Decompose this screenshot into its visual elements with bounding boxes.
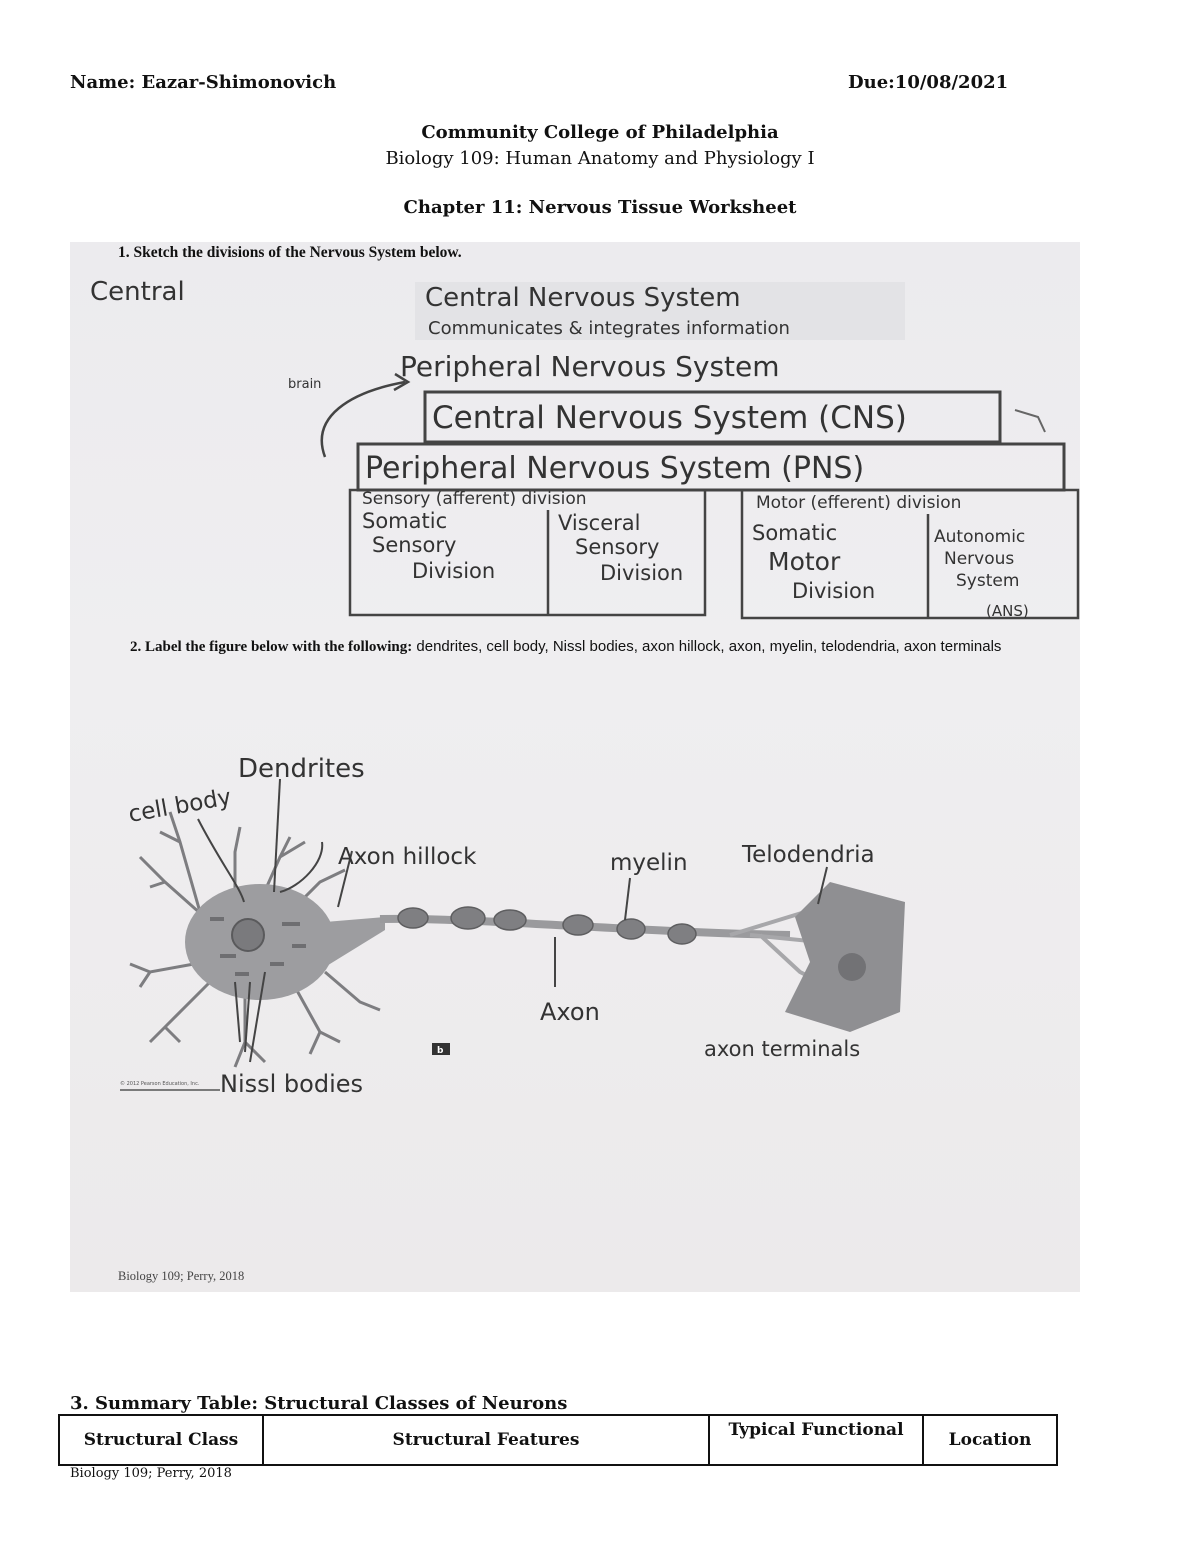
cns-box (423, 390, 1002, 444)
sensory-box (348, 488, 707, 617)
neuron-figure (129, 811, 905, 1068)
somatic-sensory-2: Sensory (372, 533, 456, 557)
summary-header-row: Structural Class Structural Features Typ… (58, 1414, 1058, 1466)
target-nucleus (838, 953, 866, 981)
question-2-terms: dendrites, cell body, Nissl bodies, axon… (412, 638, 1002, 655)
somatic-motor-3: Division (792, 579, 875, 603)
question-2: 2. Label the figure below with the follo… (130, 636, 1010, 658)
col-structural-features: Structural Features (262, 1414, 710, 1466)
label-lines (197, 778, 828, 1063)
due-date: Due:10/08/2021 (848, 72, 1009, 93)
col-location: Location (922, 1414, 1058, 1466)
label-dendrites: Dendrites (238, 754, 365, 784)
photo-drawing: Central Central Nervous System Communica… (90, 277, 1080, 1098)
question-2-prompt: 2. Label the figure below with the follo… (130, 639, 413, 655)
visceral-sensory-3: Division (600, 561, 683, 585)
scribble-top-1: Central Nervous System (425, 283, 741, 313)
question-1: 1. Sketch the divisions of the Nervous S… (118, 244, 462, 261)
motor-label: Motor (efferent) division (756, 493, 961, 513)
somatic-motor-2: Motor (768, 547, 841, 576)
college-title: Community College of Philadelphia (421, 122, 779, 143)
figure-badge (432, 1043, 450, 1055)
scribble-top-3: Peripheral Nervous System (400, 350, 780, 383)
photo-footer: Biology 109; Perry, 2018 (118, 1269, 245, 1283)
worksheet-title: Chapter 11: Nervous Tissue Worksheet (403, 197, 797, 218)
label-axon-terminals: axon terminals (704, 1037, 860, 1061)
hand-arrow (320, 380, 406, 458)
erased-area (415, 282, 905, 340)
nissl-granules (210, 917, 306, 976)
somatic-sensory-3: Division (412, 559, 495, 583)
right-mark (1014, 409, 1046, 433)
figure-badge-letter: b (437, 1046, 444, 1056)
scribble-left: Central (90, 277, 185, 307)
pns-label: Peripheral Nervous System (PNS) (365, 451, 864, 486)
summary-table: Structural Class Structural Features Typ… (58, 1414, 1058, 1466)
somatic-motor-1: Somatic (752, 521, 837, 545)
hand-arrow-head (393, 372, 411, 392)
motor-box (740, 488, 1080, 620)
scribble-top-2: Communicates & integrates information (428, 318, 790, 339)
autonomic-3: System (956, 571, 1019, 591)
label-telodendria: Telodendria (741, 842, 875, 868)
course-title: Biology 109: Human Anatomy and Physiolog… (385, 148, 815, 169)
col-typical-functional: Typical Functional (708, 1414, 924, 1466)
visceral-sensory-1: Visceral (558, 511, 640, 535)
autonomic-1: Autonomic (934, 527, 1025, 547)
label-nissl-bodies: Nissl bodies (220, 1070, 363, 1098)
worksheet-photo: Central Central Nervous System Communica… (70, 242, 1080, 1292)
figure-credit: © 2012 Pearson Education, Inc. (120, 1080, 200, 1087)
autonomic-4: (ANS) (986, 602, 1029, 620)
cns-label: Central Nervous System (CNS) (432, 400, 907, 436)
pns-box (356, 442, 1066, 492)
label-myelin: myelin (610, 850, 688, 876)
sensory-label: Sensory (afferent) division (362, 489, 587, 509)
student-name: Name: Eazar-Shimonovich (70, 72, 337, 93)
myelin-segments (397, 906, 697, 945)
somatic-sensory-1: Somatic (362, 509, 447, 533)
page-footer: Biology 109; Perry, 2018 (70, 1466, 232, 1481)
label-cell-body: cell body (127, 784, 234, 828)
question-3-title: 3. Summary Table: Structural Classes of … (70, 1393, 568, 1414)
col-structural-class: Structural Class (58, 1414, 264, 1466)
visceral-sensory-2: Sensory (575, 535, 659, 559)
scribble-side: brain (288, 377, 321, 392)
nucleus (231, 918, 265, 952)
label-axon-hillock: Axon hillock (338, 844, 477, 870)
label-axon: Axon (540, 998, 600, 1026)
axon-hillock-shape (325, 917, 385, 967)
autonomic-2: Nervous (944, 549, 1014, 569)
